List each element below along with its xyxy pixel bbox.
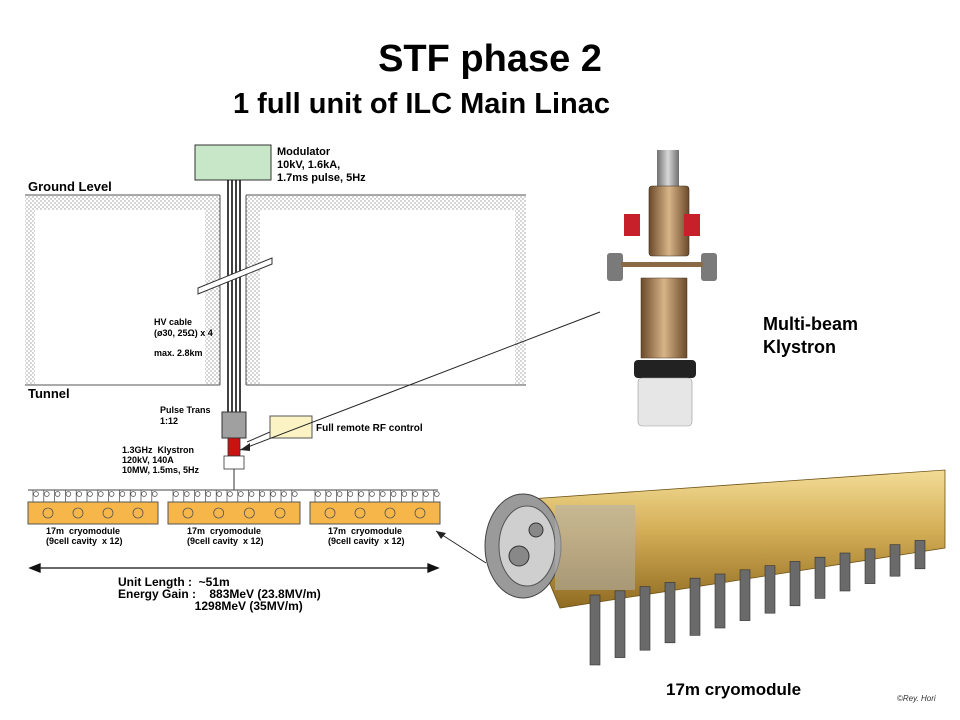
pulse-transformer — [221, 411, 247, 439]
cryomodule-leg — [689, 577, 701, 636]
rf-control-label: Full remote RF control — [316, 423, 423, 434]
klystron-photo-label: Multi-beam Klystron — [763, 314, 859, 357]
cryomodule-leg — [614, 590, 626, 658]
klystron-photo — [607, 150, 717, 427]
modulator-box — [194, 144, 272, 181]
cryomodule-leg — [864, 548, 876, 584]
coupler-port — [205, 491, 212, 497]
cavity-circles — [42, 507, 426, 519]
cavity-circle — [384, 507, 396, 519]
rf-control-box — [269, 415, 313, 439]
coupler-port — [358, 491, 364, 497]
cryomodule-label-2: 17m cryomodule (9cell cavity x 12) — [187, 526, 264, 546]
coupler-port — [238, 491, 244, 497]
cryomodule-leg — [739, 569, 751, 621]
coupler-port — [108, 491, 115, 497]
coupler-port — [194, 491, 201, 497]
coupler-port — [152, 491, 158, 497]
hv-cable-label: HV cable (ø30, 25Ω) x 4 — [154, 317, 213, 338]
coupler-port — [227, 491, 233, 497]
coupler-port — [270, 491, 276, 497]
cryomodule-leg — [914, 540, 926, 570]
photo-credit: ©Rey. Hori — [897, 694, 936, 703]
cryomodule-leg — [814, 556, 826, 599]
tunnel-label: Tunnel — [28, 386, 70, 401]
coupler-port — [65, 491, 72, 497]
soil-region — [25, 194, 526, 386]
modulator-label: Modulator 10kV, 1.6kA, 1.7ms pulse, 5Hz — [277, 146, 366, 184]
cavity-circle — [213, 507, 225, 519]
cavity-circle — [102, 507, 114, 519]
cryomodule-leg — [664, 582, 676, 644]
coupler-port — [76, 491, 82, 497]
coupler-port — [390, 491, 397, 497]
cavity-circle — [243, 507, 255, 519]
cryomodule-legs — [589, 540, 926, 666]
pulse-trans-label: Pulse Trans 1:12 — [160, 405, 211, 426]
cryomodule-leg — [889, 544, 901, 577]
coupler-port — [130, 491, 136, 497]
cryomodule-boxes — [27, 501, 441, 525]
coupler-port — [326, 491, 332, 497]
coupler-port — [401, 491, 408, 497]
coupler-port — [315, 491, 321, 497]
coupler-port — [292, 491, 298, 497]
cryomodule-label-1: 17m cryomodule (9cell cavity x 12) — [46, 526, 123, 546]
coupler-port — [141, 491, 147, 497]
coupler-port — [336, 491, 343, 497]
cryomodule-leg — [789, 561, 801, 607]
unit-info-label: Unit Length : ~51m Energy Gain : 883MeV … — [118, 575, 321, 613]
coupler-port — [369, 491, 375, 497]
coupler-port — [54, 491, 61, 497]
cryomodule-label-3: 17m cryomodule (9cell cavity x 12) — [328, 526, 405, 546]
slide-subtitle: 1 full unit of ILC Main Linac — [233, 88, 610, 120]
coupler-rows — [32, 490, 440, 502]
cavity-circle — [274, 507, 286, 519]
cavity-circle — [414, 507, 426, 519]
coupler-port — [434, 491, 440, 497]
klystron-symbol — [227, 437, 241, 457]
cryomodule-photo — [484, 469, 946, 666]
cryomodule-leg — [764, 565, 776, 614]
coupler-port — [380, 491, 386, 497]
pointer-line-klystron — [239, 311, 601, 451]
ground-level-label: Ground Level — [28, 179, 112, 194]
coupler-port — [347, 491, 354, 497]
coupler-port — [412, 491, 418, 497]
cable-break-mark — [197, 257, 273, 295]
hv-cables — [227, 180, 241, 412]
unit-length-arrow — [28, 563, 440, 573]
pointer-line-cryomodule — [435, 530, 487, 564]
cryomodule-leg — [714, 573, 726, 629]
cavity-circle — [72, 507, 84, 519]
cavity-circle — [182, 507, 194, 519]
slide-title: STF phase 2 — [378, 38, 602, 80]
coupler-port — [423, 491, 429, 497]
cavity-circle — [354, 507, 366, 519]
cryomodule-photo-label: 17m cryomodule — [666, 680, 802, 699]
coupler-port — [248, 491, 255, 497]
klystron-spec-label: 1.3GHz Klystron 120kV, 140A 10MW, 1.5ms,… — [122, 445, 200, 475]
coupler-port — [216, 491, 222, 497]
coupler-port — [173, 491, 179, 497]
coupler-port — [119, 491, 126, 497]
cryomodule-leg — [589, 594, 601, 666]
cryomodule-leg — [639, 586, 651, 651]
coupler-port — [184, 491, 190, 497]
cavity-circle — [42, 507, 54, 519]
coupler-port — [259, 491, 266, 497]
coupler-port — [281, 491, 287, 497]
coupler-port — [33, 491, 39, 497]
cavity-circle — [132, 507, 144, 519]
cavity-circle — [324, 507, 336, 519]
coupler-port — [98, 491, 104, 497]
cryomodule-leg — [839, 552, 851, 592]
hv-length-label: max. 2.8km — [154, 348, 203, 358]
coupler-port — [44, 491, 50, 497]
coupler-port — [87, 491, 93, 497]
